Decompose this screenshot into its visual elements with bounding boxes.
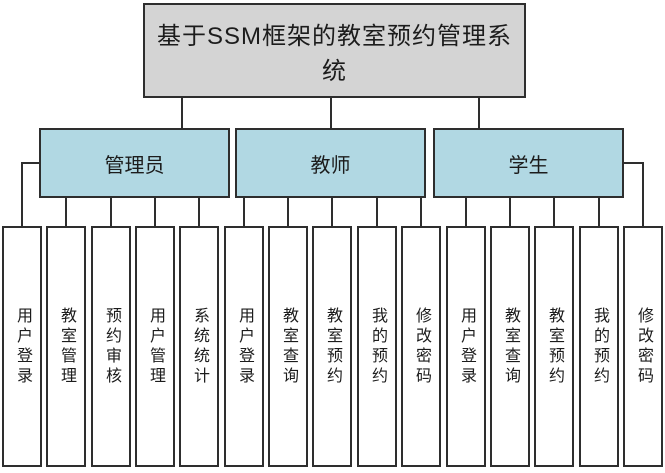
connector-admin-child-1-h [21, 162, 39, 164]
connector-admin-child-1-v [21, 162, 23, 227]
leaf-label: 用户登录 [14, 306, 31, 387]
leaf-admin-classroom-management: 教室管理 [46, 226, 86, 467]
connector-student-child-3 [553, 196, 555, 227]
leaf-teacher-change-password: 修改密码 [401, 226, 441, 467]
leaf-admin-user-management: 用户管理 [135, 226, 175, 467]
connector-admin-child-5 [198, 196, 200, 227]
connector-teacher-child-5 [420, 196, 422, 227]
leaf-admin-system-statistics: 系统统计 [179, 226, 219, 467]
leaf-label: 我的预约 [591, 306, 608, 387]
root-node-system-title: 基于SSM框架的教室预约管理系统 [143, 3, 526, 98]
leaf-student-classroom-reservation: 教室预约 [534, 226, 574, 467]
connector-admin-child-3 [110, 196, 112, 227]
leaf-student-user-login: 用户登录 [446, 226, 486, 467]
leaf-student-my-reservations: 我的预约 [579, 226, 619, 467]
leaf-label: 教室查询 [280, 306, 297, 387]
connector-title-student [478, 97, 480, 129]
leaf-label: 修改密码 [635, 306, 652, 387]
leaf-admin-user-login: 用户登录 [2, 226, 42, 467]
connector-student-child-5-v [642, 162, 644, 227]
leaf-label: 用户管理 [147, 306, 164, 387]
leaf-label: 修改密码 [413, 306, 430, 387]
leaf-student-change-password: 修改密码 [623, 226, 663, 467]
connector-teacher-child-4 [376, 196, 378, 227]
connector-teacher-child-2 [287, 196, 289, 227]
leaf-teacher-my-reservations: 我的预约 [357, 226, 397, 467]
connector-teacher-child-1 [243, 196, 245, 227]
group-node-student: 学生 [433, 128, 624, 198]
connector-teacher-child-3 [331, 196, 333, 227]
connector-student-child-1 [465, 196, 467, 227]
connector-student-child-4 [598, 196, 600, 227]
leaf-label: 用户登录 [236, 306, 253, 387]
connector-admin-child-2 [65, 196, 67, 227]
leaf-label: 用户登录 [458, 306, 475, 387]
leaf-teacher-classroom-reservation: 教室预约 [312, 226, 352, 467]
connector-student-child-2 [509, 196, 511, 227]
leaf-label: 教室查询 [502, 306, 519, 387]
group-node-admin: 管理员 [39, 128, 230, 198]
leaf-label: 教室预约 [546, 306, 563, 387]
leaf-label: 教室管理 [58, 306, 75, 387]
leaf-student-classroom-query: 教室查询 [490, 226, 530, 467]
leaf-label: 教室预约 [324, 306, 341, 387]
leaf-teacher-user-login: 用户登录 [224, 226, 264, 467]
leaf-admin-reservation-review: 预约审核 [91, 226, 131, 467]
connector-title-teacher [330, 97, 332, 129]
connector-admin-child-4 [154, 196, 156, 227]
group-node-teacher: 教师 [235, 128, 426, 198]
leaf-label: 我的预约 [369, 306, 386, 387]
leaf-teacher-classroom-query: 教室查询 [268, 226, 308, 467]
connector-student-child-5-h [624, 162, 644, 164]
leaf-label: 预约审核 [103, 306, 120, 387]
leaf-label: 系统统计 [191, 306, 208, 387]
connector-title-admin [181, 97, 183, 129]
